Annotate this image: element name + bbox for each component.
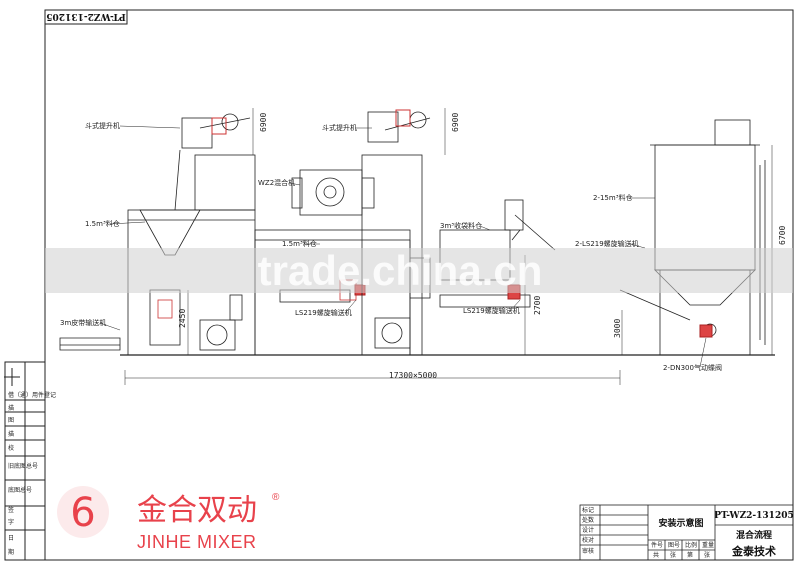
brand-cn: 金合双动 [137,493,257,528]
tb-h3: 比例 [685,541,697,549]
tb-f1: 共 [653,551,659,559]
col-r3: 图 [8,417,14,424]
dim-2450: 2450 [178,309,187,328]
tb-col-c: 设计 [582,526,594,534]
col-r11: 期 [8,548,14,556]
dim-3000: 3000 [613,319,622,338]
brand-logo: 6 [57,486,109,538]
left-elevator-red [211,117,227,135]
tb-h2: 图号 [668,542,680,549]
label-hopper-left: 1.5m³料仓 [85,219,120,228]
tb-company: 金泰技术 [731,544,776,558]
watermark-band: trade.china.cn [45,247,793,294]
dimension-text: 6900 6900 6700 2450 2700 3000 17300×5000 [178,113,787,380]
label-screw-right: 2-LS219螺旋输送机 [575,239,639,248]
leader-lines [99,125,707,368]
tb-f2: 张 [670,551,676,559]
tb-name: 混合流程 [736,529,772,541]
col-r9: 字 [8,518,14,526]
label-mixer: WZ2混合机 [258,178,295,187]
tb-f4: 张 [704,551,710,559]
dim-6900-right: 6900 [451,113,460,132]
tb-f3: 第 [687,551,693,559]
dim-6700: 6700 [778,226,787,245]
label-screw-mid: LS219螺旋输送机 [463,306,520,315]
tb-h4: 重量 [702,541,714,549]
silo-red [699,324,713,338]
dim-2700: 2700 [533,296,542,315]
tb-h1: 件号 [651,541,663,549]
label-sack-hopper: 3m³收袋料仓 [440,221,482,230]
label-elevator-left: 斗式提升机 [85,121,120,130]
tb-drawing-no: PT-WZ2-131205 [714,511,793,521]
silo-module [619,119,766,355]
col-r4: 描 [8,430,14,438]
label-blower: 2-DN300气动蝶阀 [663,363,722,372]
col-r8: 签 [8,506,14,514]
col-r1: 借（通）用件登记 [8,391,56,399]
logo-6-icon: 6 [70,490,95,536]
brand-en: JINHE MIXER [137,532,257,552]
right-center-module [361,111,556,356]
callout-labels: 斗式提升机 斗式提升机 WZ2混合机 1.5m³料仓 1.5m³料仓 3m³收袋… [60,121,722,372]
label-elevator-right: 斗式提升机 [322,123,357,132]
col-r2: 描 [8,404,14,412]
tb-col-b: 处数 [582,516,594,524]
col-r5: 校 [8,444,14,452]
dim-overall: 17300×5000 [389,371,437,380]
dim-6900-left: 6900 [259,113,268,132]
col-r7: 底图总号 [8,486,32,494]
tb-col-a: 标记 [582,506,594,514]
tb-col-d: 校对 [582,536,594,544]
watermark-text: trade.china.cn [258,247,543,294]
tb-title: 安装示意图 [658,517,703,529]
tb-col-e: 审核 [582,547,594,555]
col-r6: 旧底图总号 [8,462,38,470]
title-block-text: 标记 处数 设计 校对 审核 安装示意图 PT-WZ2-131205 混合流程 … [582,506,794,559]
drawing-number-box: PT-WZ2-131205 [44,9,128,25]
left-column-text: 借（通）用件登记 描 图 描 校 旧底图总号 底图总号 签 字 日 期 [8,391,56,556]
label-hopper-mid: 1.5m³料仓 [282,239,317,248]
label-bag-conveyor: 3m皮带输送机 [60,318,106,327]
left-binding-column [4,362,45,560]
col-r10: 日 [8,535,14,542]
drawing-number-rotated: PT-WZ2-131205 [46,11,125,21]
label-screw-left: LS219螺旋输送机 [295,308,352,317]
brand-registered: ® [272,492,280,503]
label-silo: 2-15m³料仓 [593,193,633,202]
title-block [579,504,794,561]
